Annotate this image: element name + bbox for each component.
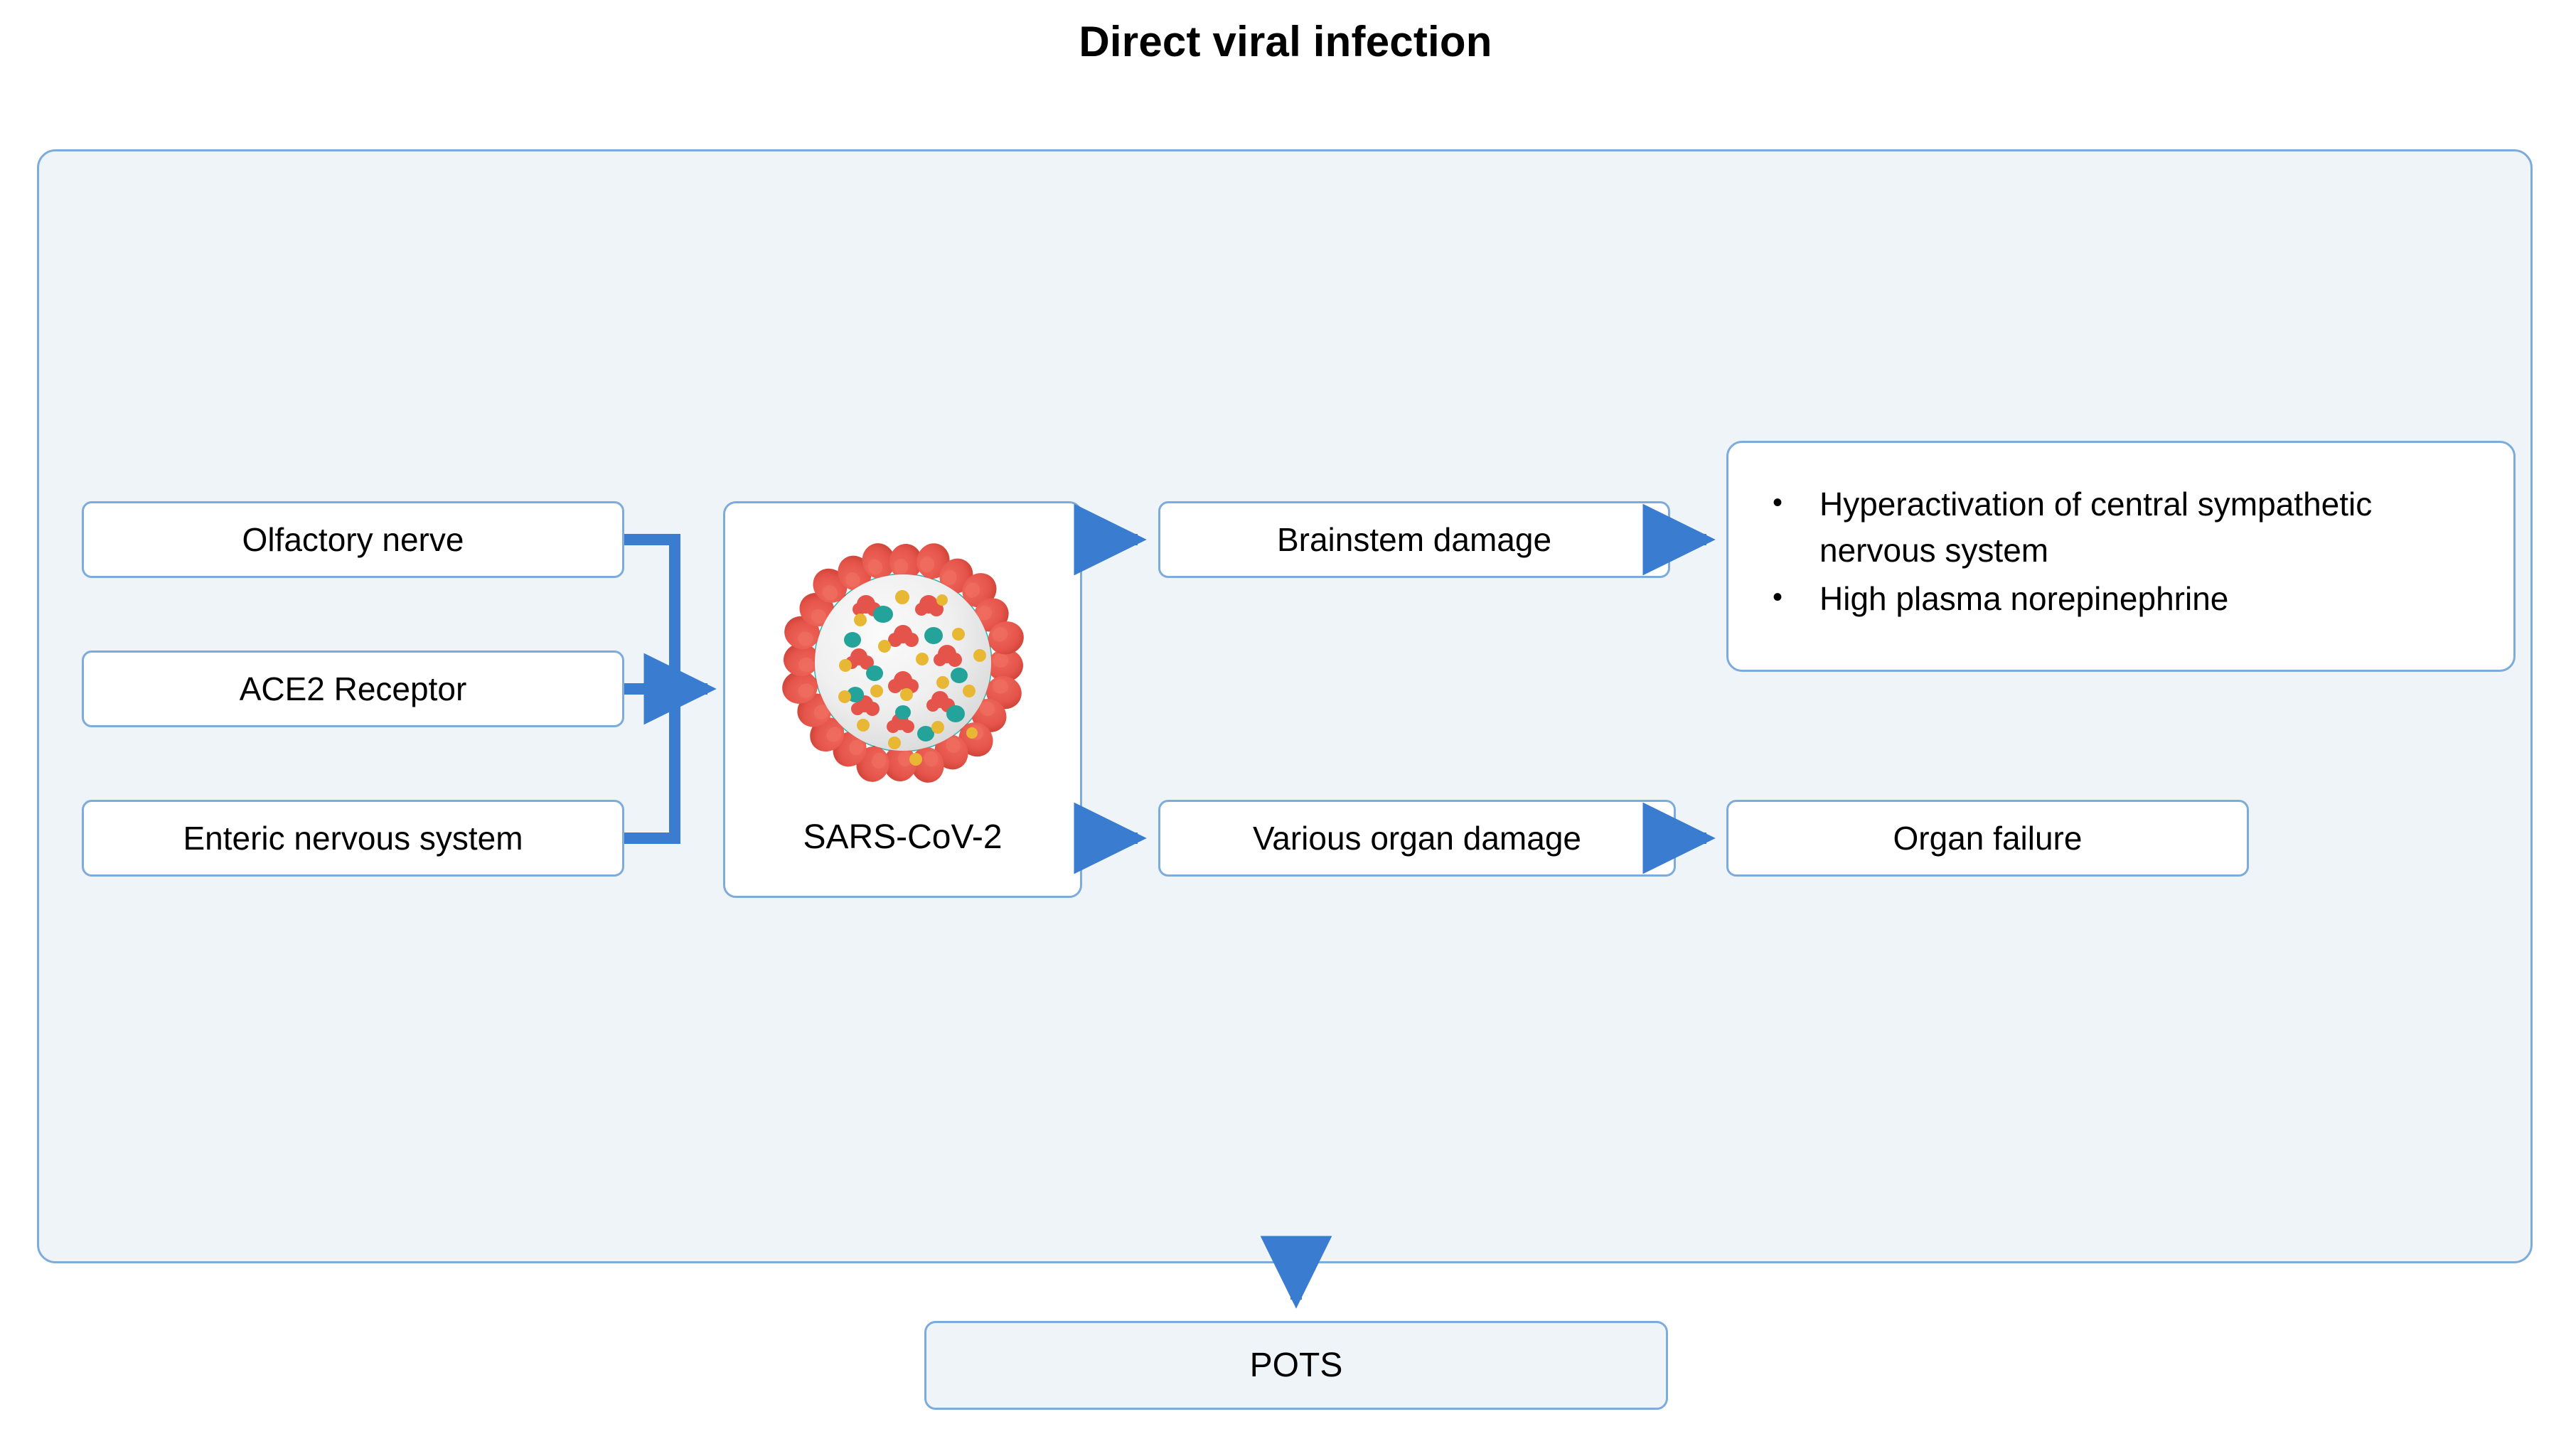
list-item: Hyperactivation of central sympathetic n… [1761,480,2492,574]
node-label: SARS-CoV-2 [803,818,1003,856]
coronavirus-icon [778,539,1027,787]
node-label: POTS [1249,1346,1343,1384]
node-ace2-receptor[interactable]: ACE2 Receptor [82,651,624,727]
node-label: ACE2 Receptor [239,670,467,707]
node-pots[interactable]: POTS [924,1321,1668,1410]
node-label: Brainstem damage [1276,520,1552,558]
node-sars-cov-2[interactable]: SARS-CoV-2 [723,501,1082,898]
node-label: Organ failure [1893,819,2083,857]
node-sympathetic-effects[interactable]: Hyperactivation of central sympathetic n… [1726,441,2516,672]
node-olfactory-nerve[interactable]: Olfactory nerve [82,501,624,578]
node-label: Various organ damage [1253,819,1581,857]
node-enteric-nervous-system[interactable]: Enteric nervous system [82,800,624,877]
list-item: High plasma norepinephrine [1761,574,2492,622]
node-brainstem-damage[interactable]: Brainstem damage [1158,501,1670,578]
page-title: Direct viral infection [1079,18,1492,65]
node-various-organ-damage[interactable]: Various organ damage [1158,800,1676,877]
node-label: Olfactory nerve [242,520,464,558]
node-label: Enteric nervous system [183,819,523,857]
bullet-list: Hyperactivation of central sympathetic n… [1728,443,2513,622]
node-organ-failure[interactable]: Organ failure [1726,800,2249,877]
